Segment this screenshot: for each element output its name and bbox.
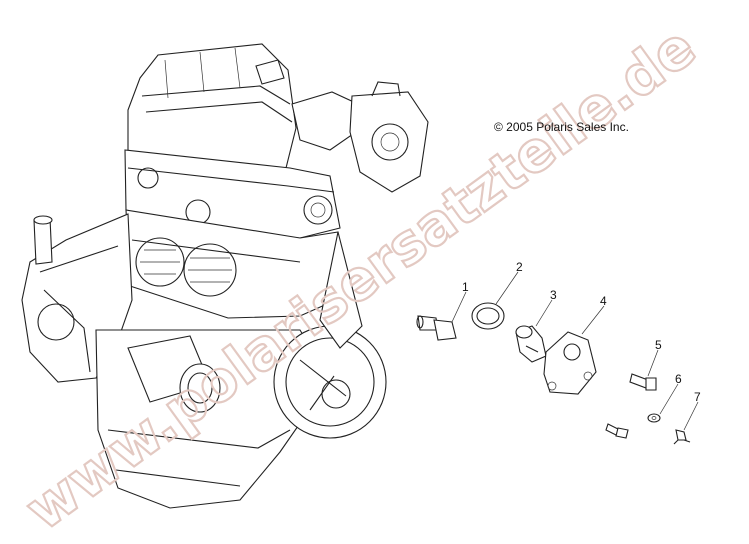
callout-numbers: 1 2 3 4 5 6 7 bbox=[462, 260, 701, 404]
part-3-thermostat bbox=[515, 325, 547, 363]
part-6-washer bbox=[647, 413, 661, 423]
part-4-thermostat-housing bbox=[543, 331, 597, 395]
bolt bbox=[605, 423, 629, 439]
part-5-bolt bbox=[629, 373, 657, 391]
copyright-notice: © 2005 Polaris Sales Inc. bbox=[494, 120, 629, 134]
callout-6: 6 bbox=[675, 372, 682, 386]
part-2-o-ring bbox=[471, 302, 505, 330]
part-1-temperature-sensor bbox=[416, 315, 457, 341]
callout-7: 7 bbox=[694, 390, 701, 404]
callout-3: 3 bbox=[550, 288, 557, 302]
callout-leaders bbox=[451, 271, 699, 431]
part-7-screw bbox=[673, 429, 691, 445]
callout-5: 5 bbox=[655, 338, 662, 352]
callout-2: 2 bbox=[516, 260, 523, 274]
callout-4: 4 bbox=[600, 294, 607, 308]
callout-1: 1 bbox=[462, 280, 469, 294]
engine-assembly bbox=[21, 43, 429, 509]
